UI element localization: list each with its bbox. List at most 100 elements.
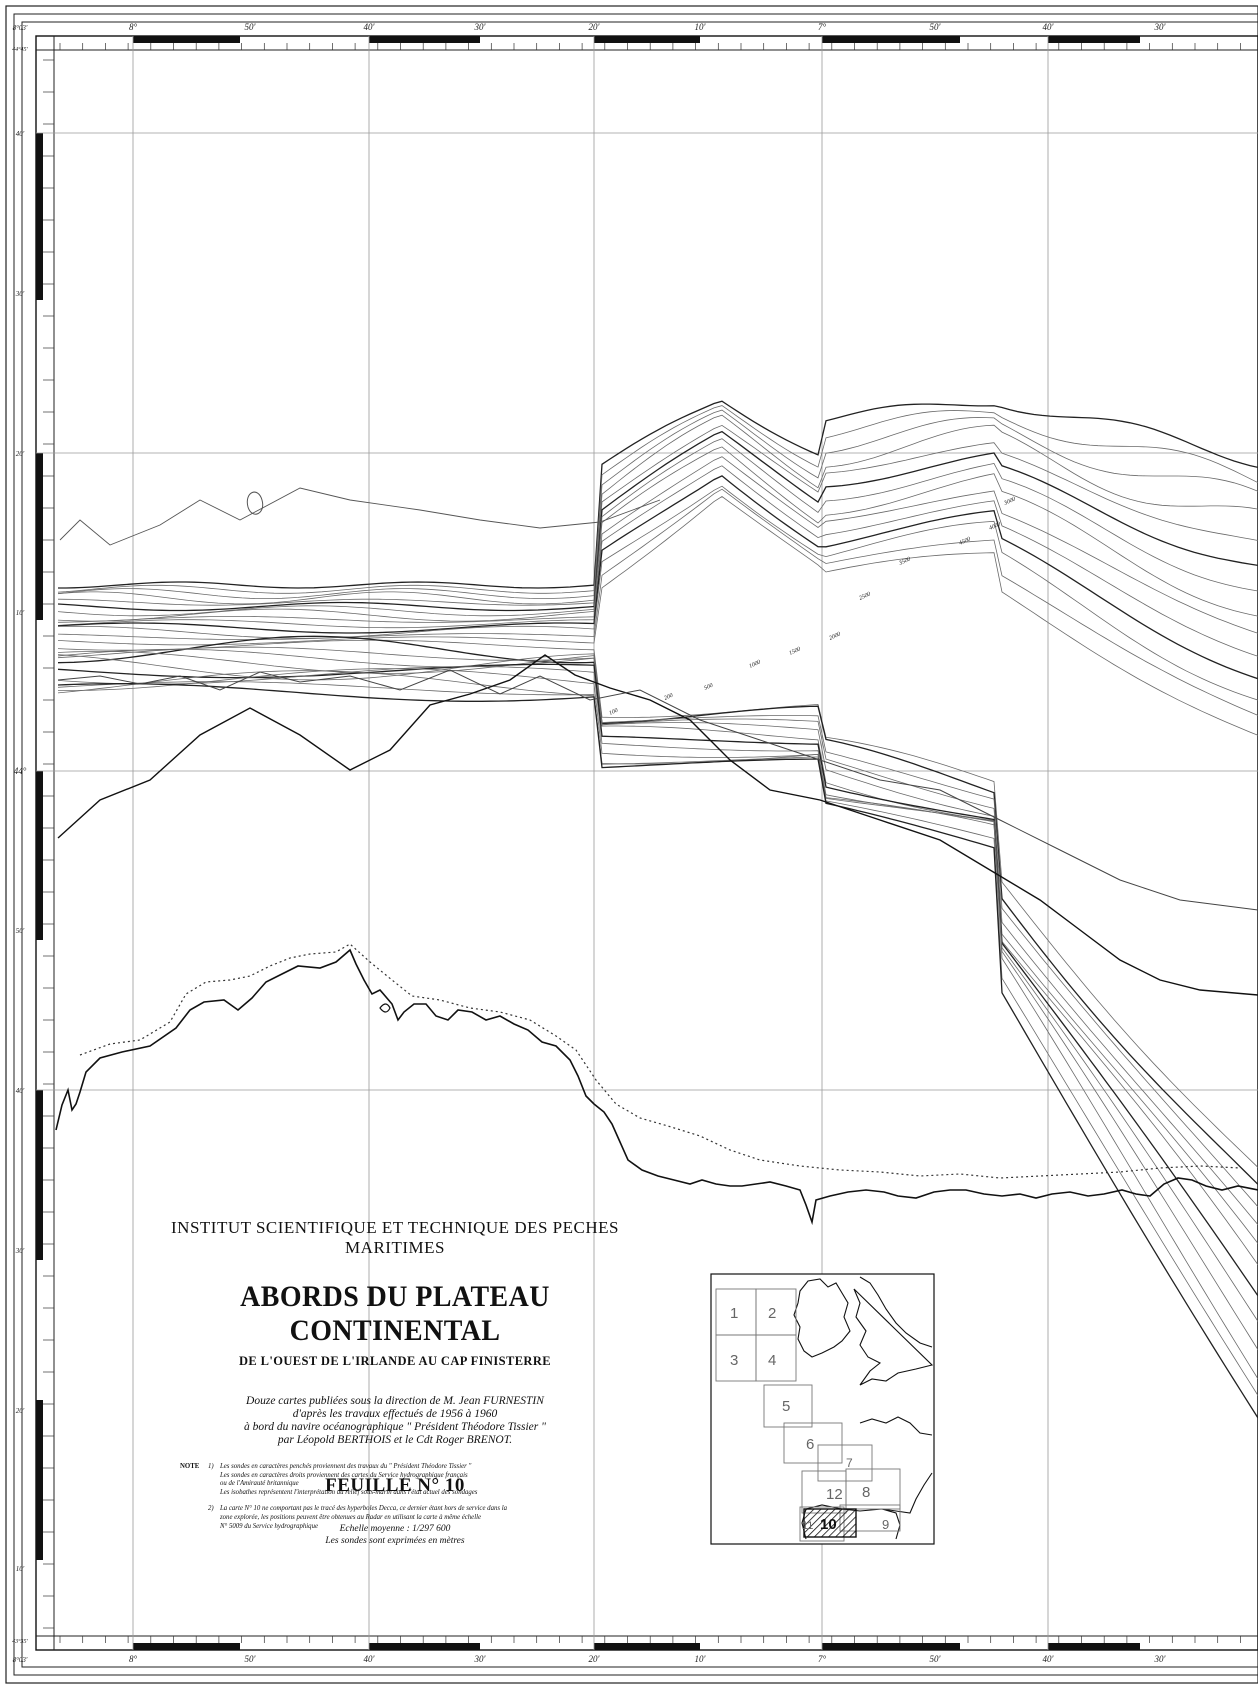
isobath (57, 639, 1258, 1168)
isobath (57, 414, 1258, 605)
depth-label: 3500 (897, 556, 911, 567)
top-graduation-label: 30' (1154, 22, 1167, 32)
frame-labels: 8°03'8°50'40'30'20'10'7°50'40'30'8°03'8°… (12, 22, 1166, 1664)
index-label-6: 6 (806, 1436, 814, 1453)
note-number: 2) (208, 1505, 214, 1513)
left-graduation-label: 10' (16, 609, 25, 617)
top-graduation-label: 10' (695, 22, 707, 32)
bottom-graduation-label: 40' (364, 1654, 376, 1664)
chart-frame (5, 5, 1258, 1684)
note-line: zone explorée, les positions peuvent êtr… (220, 1513, 481, 1521)
bottom-graduation-label: 40' (1043, 1654, 1055, 1664)
isobath (57, 683, 1258, 1419)
depth-label: 4000 (988, 520, 1002, 531)
depth-label: 1500 (788, 646, 801, 657)
index-label-12: 12 (826, 1486, 843, 1503)
top-graduation-label: 50' (930, 22, 942, 32)
bottom-graduation-label: 50' (930, 1654, 942, 1664)
bottom-graduation-label: 30' (474, 1654, 487, 1664)
depth-labels: 3000400045003500250020001500100050020010… (608, 496, 1016, 717)
index-label-5: 5 (782, 1398, 790, 1415)
institute-name: INSTITUT SCIENTIFIQUE ET TECHNIQUE DES P… (171, 1218, 619, 1257)
index-sheet-labels: 1 2 3 4 5 6 7 8 9 10 11 12 (730, 1305, 889, 1533)
note-number: 1) (208, 1463, 214, 1470)
left-graduation-label: 44° (14, 766, 27, 776)
left-graduation-label: 44°45' (12, 46, 28, 53)
isobath (57, 475, 1258, 680)
left-graduation-label: 20' (16, 450, 25, 458)
note-label: NOTE (180, 1463, 200, 1470)
left-graduation-label: 43°35' (12, 1638, 28, 1645)
isobath (57, 424, 1258, 606)
index-label-3: 3 (730, 1352, 738, 1369)
isobath (57, 653, 1258, 1266)
left-graduation-label: 20' (16, 1407, 25, 1415)
isobath (57, 648, 1258, 1226)
left-graduation-label: 50' (16, 927, 25, 935)
isobath (57, 438, 1258, 617)
top-graduation-label: 8° (129, 22, 138, 32)
note-line: Les sondes en caractères penchés provien… (220, 1463, 472, 1470)
top-graduation-label: 30' (474, 22, 487, 32)
depth-label: 200 (663, 693, 674, 702)
index-label-4: 4 (768, 1352, 776, 1369)
index-label-7: 7 (846, 1456, 853, 1470)
depth-label: 3000 (1002, 496, 1016, 507)
top-graduation-label: 40' (364, 22, 376, 32)
france-outline (859, 1416, 933, 1514)
credits: Douze cartes publiées sous la direction … (125, 1395, 665, 1447)
credit-line: par Léopold BERTHOIS et le Cdt Roger BRE… (277, 1434, 513, 1446)
isobath (57, 465, 1258, 657)
depth-label: 4500 (958, 535, 972, 546)
isobath-100 (57, 669, 1258, 911)
isobath-deep (59, 487, 661, 546)
seamount-contour (246, 491, 264, 515)
left-graduation-label: 30' (15, 290, 25, 298)
sheet-10-highlight (803, 1508, 857, 1538)
bottom-graduation-label: 10' (695, 1654, 707, 1664)
chart-subtitle: DE L'OUEST DE L'IRLANDE AU CAP FINISTERR… (238, 1354, 552, 1368)
isobaths (57, 400, 1258, 1419)
britain-outline (853, 1276, 934, 1386)
bottom-graduation-label: 50' (245, 1654, 257, 1664)
chart-title: ABORDS DU PLATEAU CONTINENTAL (240, 1280, 550, 1347)
isobath (58, 668, 1258, 1351)
note-line: ou de l'Amirauté britannique (220, 1480, 299, 1488)
bottom-graduation-label: 30' (1154, 1654, 1167, 1664)
isobath (57, 635, 1258, 1185)
depth-label: 500 (703, 683, 714, 692)
coastline (55, 943, 1258, 1226)
index-label-1: 1 (730, 1305, 738, 1322)
note-line: N° 5009 du Service hydrographique (220, 1522, 318, 1530)
depth-label: 100 (608, 708, 619, 717)
scale-text: Echelle moyenne : 1/297 600 (339, 1524, 451, 1534)
index-label-11: 11 (802, 1520, 813, 1532)
title-block: INSTITUT SCIENTIFIQUE ET TECHNIQUE DES P… (125, 1218, 665, 1565)
scale-info: Echelle moyenne : 1/297 600 Les sondes s… (125, 1523, 665, 1547)
left-graduation-label: 40' (16, 1087, 25, 1095)
graticule (36, 36, 1258, 1650)
bottom-graduation-label: 20' (589, 1654, 601, 1664)
depth-label: 2500 (858, 591, 871, 602)
note-line: Les isobathes représentent l'interprétat… (220, 1488, 478, 1496)
bottom-graduation-label: 8°03' (13, 1656, 28, 1664)
isobath (57, 681, 1258, 1396)
note-item: NOTE 1) Les sondes en caractères penchés… (180, 1463, 540, 1497)
top-graduation-label: 20' (589, 22, 601, 32)
credit-line: Douze cartes publiées sous la direction … (246, 1395, 544, 1407)
note-line: Les sondes en caractères droits provienn… (220, 1471, 468, 1479)
top-graduation-label: 40' (1043, 22, 1055, 32)
ireland-outline (793, 1278, 851, 1358)
depth-label: 1000 (748, 659, 761, 670)
units-text: Les sondes sont exprimées en mètres (325, 1536, 465, 1546)
top-graduation-label: 8°03' (13, 24, 28, 32)
index-label-9: 9 (882, 1517, 889, 1532)
top-graduation-label: 50' (245, 22, 257, 32)
isobath (57, 409, 1258, 600)
isobath (57, 663, 1258, 1297)
isobath (57, 456, 1258, 634)
bottom-graduation-label: 7° (818, 1654, 827, 1664)
index-sheets (715, 1288, 901, 1542)
isobath (57, 496, 1258, 736)
